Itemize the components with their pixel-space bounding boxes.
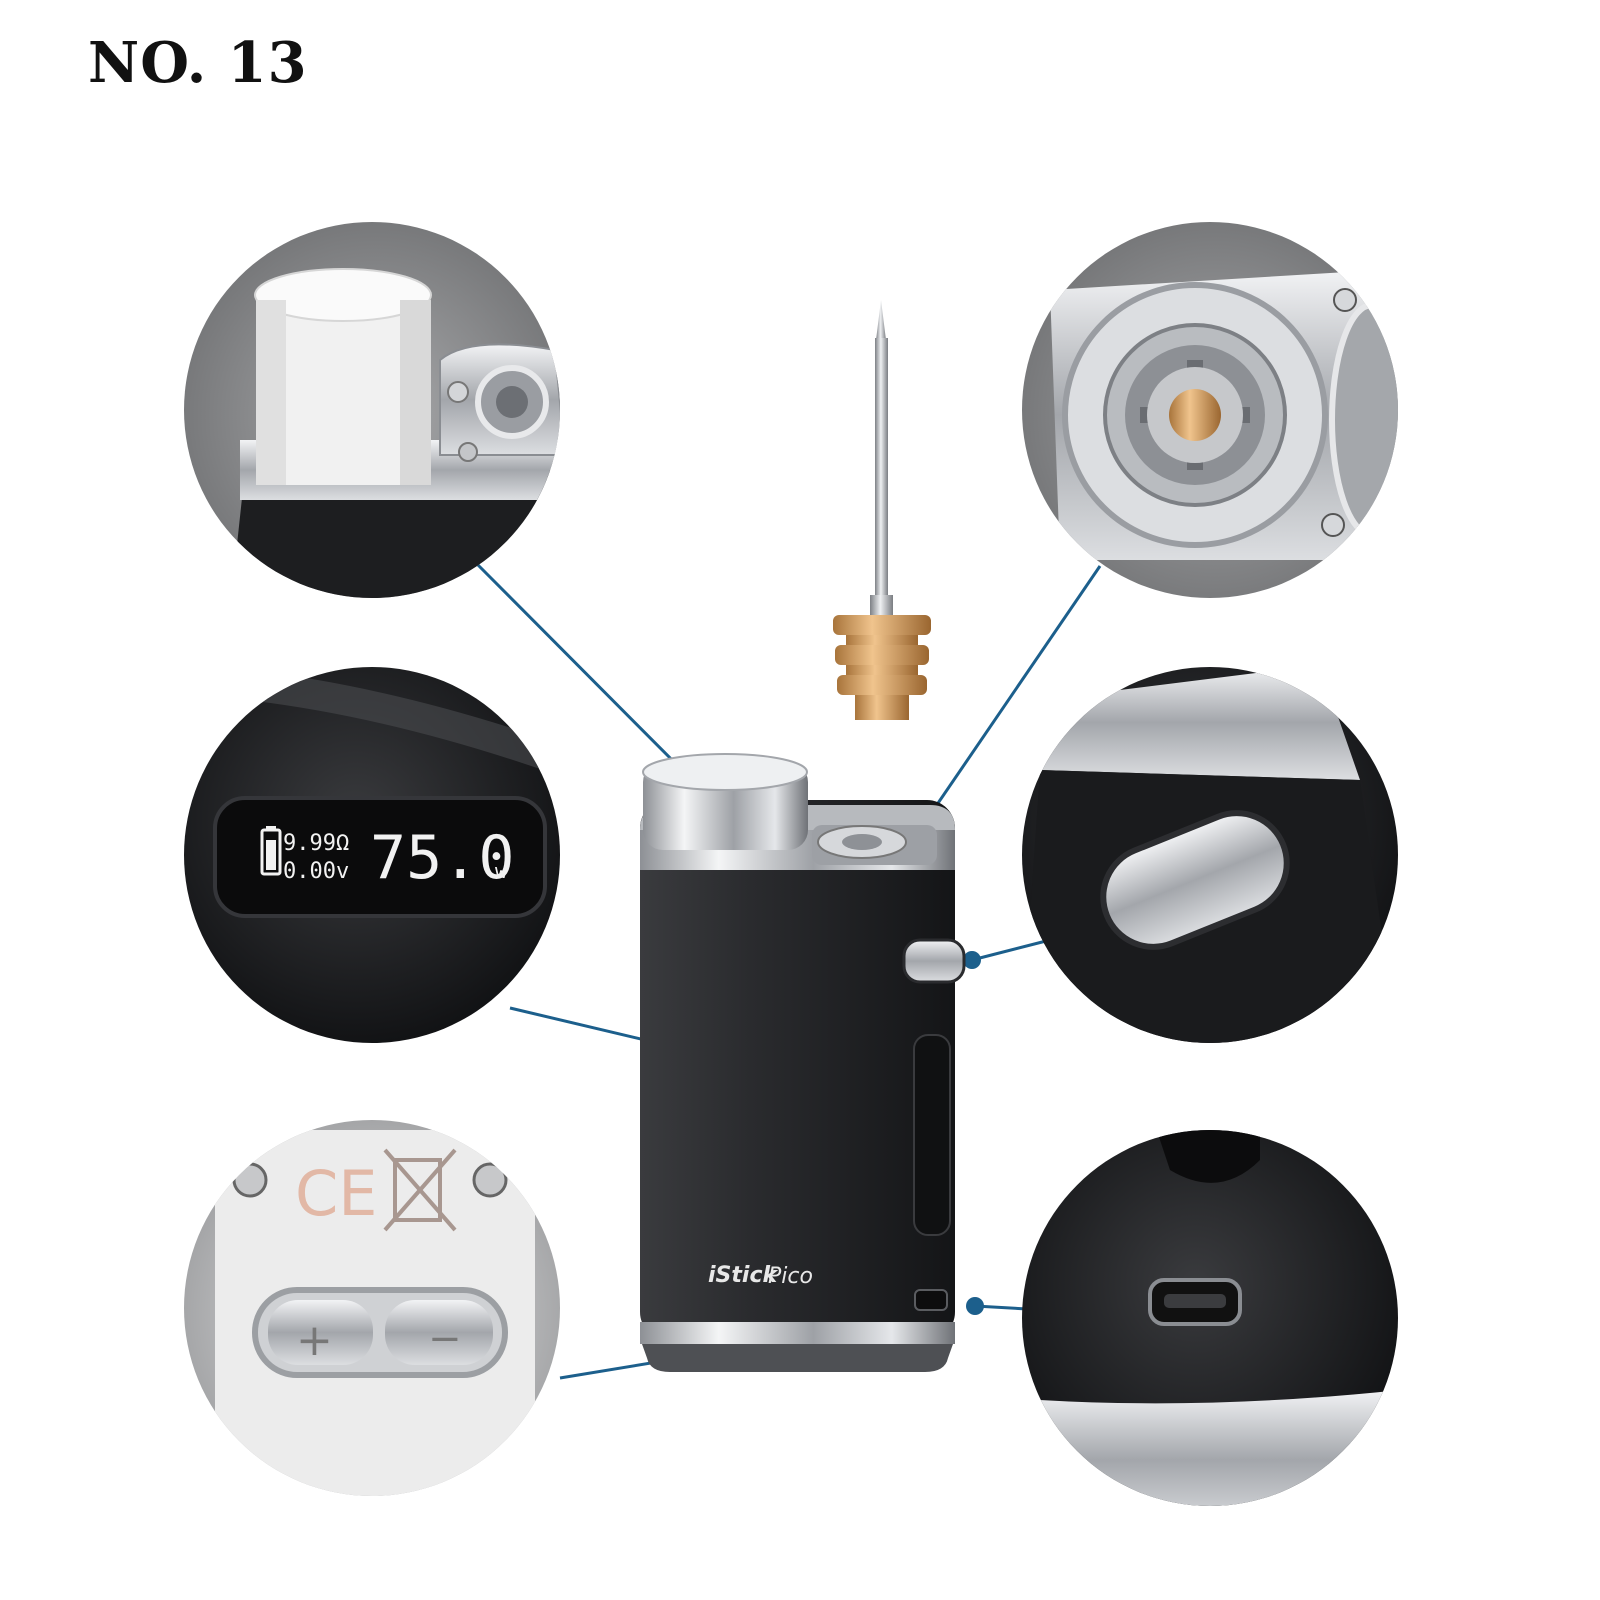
minus-symbol: − xyxy=(428,1316,462,1362)
callout-line-fire-button xyxy=(971,938,1051,962)
model-label: Pico xyxy=(768,1264,813,1289)
zoom-510-connector xyxy=(1022,222,1398,598)
ce-mark: CE xyxy=(295,1157,377,1230)
soldering-tip xyxy=(833,300,931,720)
display-unit: w xyxy=(495,859,508,883)
zoom-top-cap xyxy=(184,222,560,598)
zoom-display: 9.99Ω 0.00v 75.0 w xyxy=(184,667,560,1043)
zoom-fire-button xyxy=(1022,667,1398,1043)
callout-line-top-cap xyxy=(476,563,702,790)
plus-button xyxy=(268,1300,373,1365)
zoom-usb-port xyxy=(1022,1130,1398,1506)
callout-dot-usb xyxy=(966,1297,984,1315)
minus-button xyxy=(385,1300,493,1365)
display-resistance: 9.99Ω xyxy=(283,831,349,856)
display-voltage: 0.00v xyxy=(283,859,349,884)
main-device: iStick Pico xyxy=(640,753,966,1372)
page-label: NO. 13 xyxy=(88,30,308,96)
plus-symbol: + xyxy=(296,1315,333,1366)
brand-label: iStick xyxy=(708,1263,778,1288)
callout-dot-fire-button xyxy=(963,951,981,969)
weee-bin-icon xyxy=(383,1148,457,1232)
display-wattage: 75.0 xyxy=(370,823,515,893)
zoom-adjust-buttons: CE + − xyxy=(184,1120,560,1496)
